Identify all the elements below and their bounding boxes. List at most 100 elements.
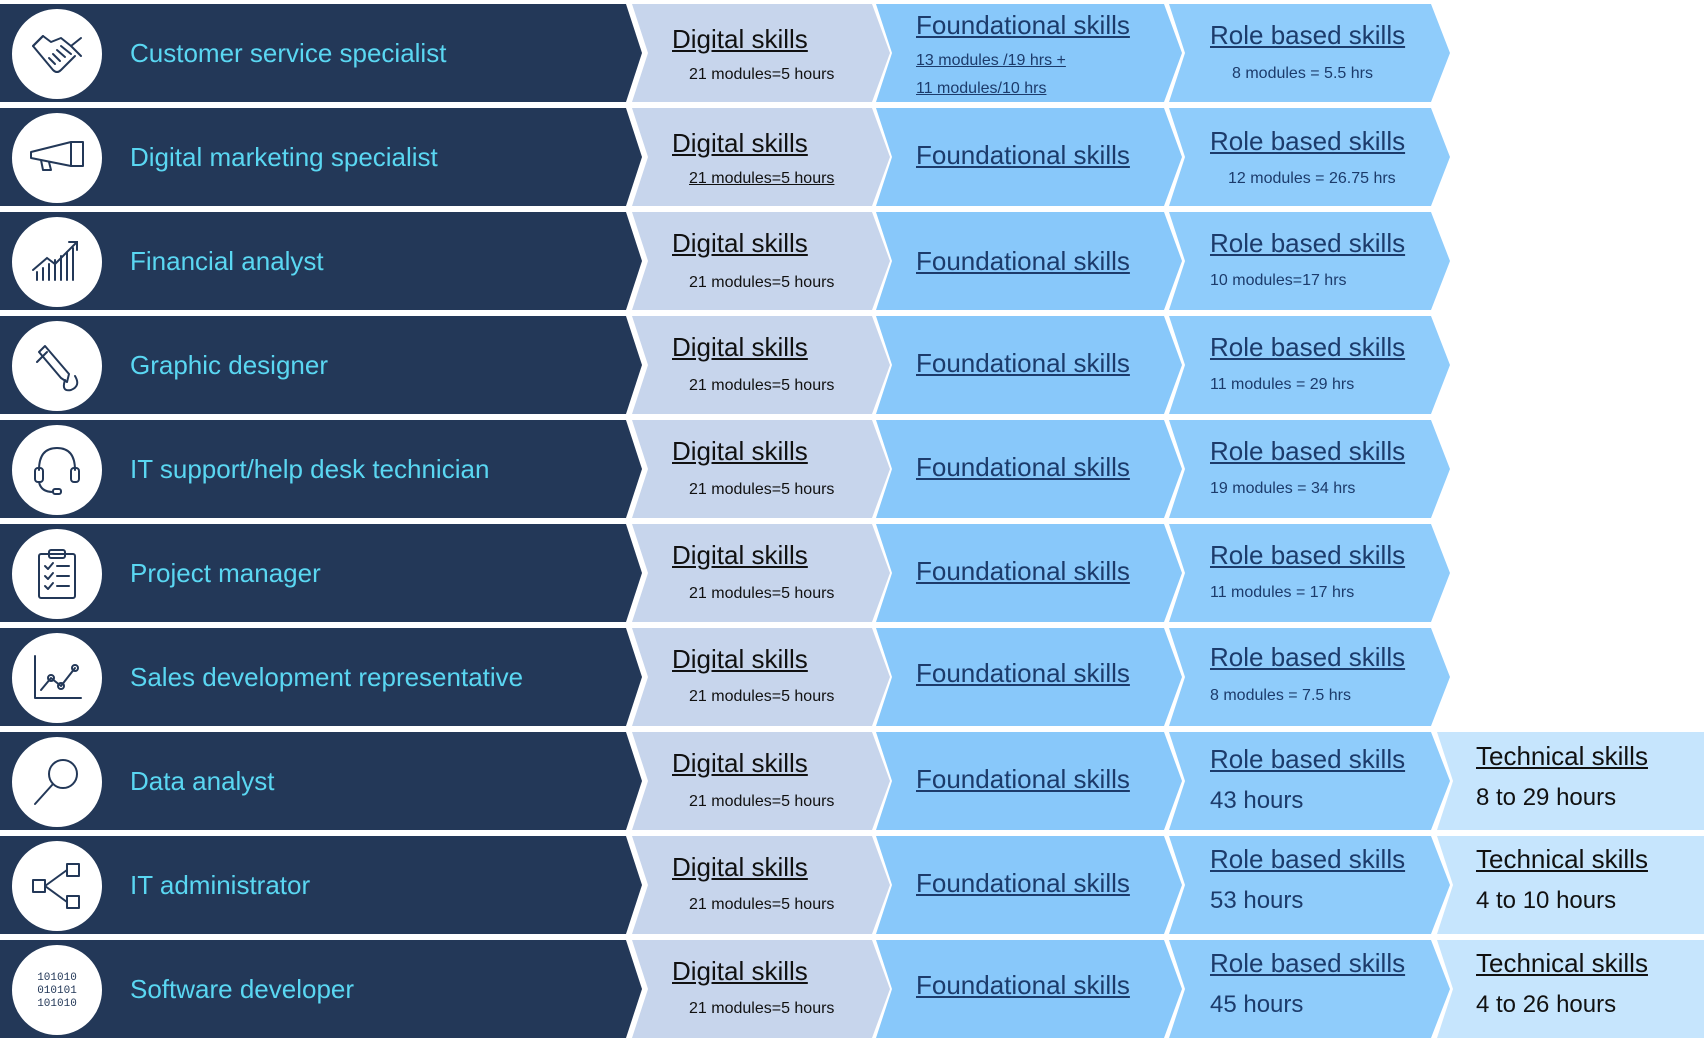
role-icon-circle [9,6,105,102]
digital-skills-link[interactable]: Digital skills [672,228,808,258]
role-based-skills-chevron [1169,420,1450,518]
role-based-skills-chevron [1169,212,1450,310]
role-based-skills-detail: 10 modules=17 hrs [1210,272,1347,289]
role-based-skills-detail: 19 modules = 34 hrs [1210,480,1356,497]
foundational-skills-chevron [876,732,1182,830]
digital-skills-link[interactable]: Digital skills [672,644,808,674]
role-title: Sales development representative [130,661,524,692]
digital-skills-link[interactable]: Digital skills [672,436,808,466]
network-icon [32,863,80,909]
role-based-skills-chevron [1169,524,1450,622]
role-based-skills-chevron [1169,316,1450,414]
foundational-skills-chevron [876,4,1182,102]
role-based-skills-link[interactable]: Role based skills [1210,126,1406,156]
technical-skills-chevron [1437,836,1704,934]
digital-skills-chevron [632,836,890,934]
digital-skills-chevron [632,420,890,518]
technical-skills-link[interactable]: Technical skills [1476,948,1648,978]
role-based-skills-chevron [1169,836,1450,934]
role-based-skills-link[interactable]: Role based skills [1210,540,1406,570]
digital-skills-detail: 21 modules=5 hours [689,66,835,83]
role-based-skills-chevron [1169,108,1450,206]
digital-skills-link[interactable]: Digital skills [672,956,808,986]
role-based-skills-detail: 12 modules = 26.75 hrs [1228,170,1396,187]
foundational-skills-link[interactable]: Foundational skills [916,348,1130,378]
role-based-skills-link[interactable]: Role based skills [1210,948,1406,978]
technical-skills-detail: 4 to 10 hours [1476,887,1617,914]
role-based-skills-detail: 8 modules = 5.5 hrs [1232,65,1373,82]
role-chevron [0,420,642,518]
role-chevron [0,316,642,414]
role-icon-circle: 101010 010101 101010 [9,942,105,1038]
role-based-skills-link[interactable]: Role based skills [1210,332,1406,362]
role-title: Data analyst [130,765,275,796]
foundational-skills-link[interactable]: Foundational skills [916,452,1130,482]
role-title: IT support/help desk technician [130,453,490,484]
role-icon-circle [9,214,105,310]
headset-icon [34,447,80,495]
digital-skills-link[interactable]: Digital skills [672,24,808,54]
digital-skills-chevron [632,524,890,622]
skills-row: Sales development representative Digital… [0,628,1704,726]
digital-skills-detail: 21 modules=5 hours [689,481,835,498]
role-based-skills-link[interactable]: Role based skills [1210,228,1406,258]
handshake-icon [32,35,82,73]
technical-skills-detail: 8 to 29 hours [1476,784,1617,811]
digital-skills-detail: 21 modules=5 hours [689,688,835,705]
role-title: Software developer [130,973,355,1004]
role-based-skills-link[interactable]: Role based skills [1210,436,1406,466]
role-icon-circle [9,734,105,830]
skills-row: 101010 010101 101010 Software developer … [0,940,1704,1038]
foundational-skills-link[interactable]: Foundational skills [916,764,1130,794]
role-title: Project manager [130,557,321,588]
role-based-skills-link[interactable]: Role based skills [1210,744,1406,774]
technical-skills-link[interactable]: Technical skills [1476,844,1648,874]
technical-skills-link[interactable]: Technical skills [1476,741,1648,771]
role-chevron [0,212,642,310]
digital-skills-chevron [632,212,890,310]
digital-skills-detail: 21 modules=5 hours [689,274,835,291]
digital-skills-link[interactable]: Digital skills [672,128,808,158]
role-based-skills-chevron [1169,732,1450,830]
foundational-skills-link[interactable]: Foundational skills [916,10,1130,40]
digital-skills-chevron [632,316,890,414]
skills-row: IT administrator Digital skills 21 modul… [0,836,1704,934]
digital-skills-detail: 21 modules=5 hours [689,793,835,810]
role-based-skills-detail: 43 hours [1210,787,1304,814]
role-title: IT administrator [130,869,311,900]
digital-skills-chevron [632,4,890,102]
role-based-skills-detail: 45 hours [1210,991,1304,1018]
skills-row: IT support/help desk technician Digital … [0,420,1704,518]
pen-icon [36,345,79,392]
role-icon-circle [9,838,105,934]
technical-skills-detail: 4 to 26 hours [1476,991,1617,1018]
foundational-skills-detail: 13 modules /19 hrs + [916,52,1066,69]
foundational-skills-chevron [876,940,1182,1038]
foundational-skills-link[interactable]: Foundational skills [916,140,1130,170]
foundational-skills-chevron [876,316,1182,414]
role-based-skills-link[interactable]: Role based skills [1210,642,1406,672]
foundational-skills-link[interactable]: Foundational skills [916,970,1130,1000]
foundational-skills-link[interactable]: Foundational skills [916,658,1130,688]
digital-skills-link[interactable]: Digital skills [672,540,808,570]
role-based-skills-link[interactable]: Role based skills [1210,20,1406,50]
skills-row: Project manager Digital skills 21 module… [0,524,1704,622]
skills-row: Graphic designer Digital skills 21 modul… [0,316,1704,414]
role-chevron [0,524,642,622]
digital-skills-detail: 21 modules=5 hours [689,377,835,394]
digital-skills-link[interactable]: Digital skills [672,332,808,362]
foundational-skills-link[interactable]: Foundational skills [916,556,1130,586]
skills-row: Data analyst Digital skills 21 modules=5… [0,732,1704,830]
foundational-skills-link[interactable]: Foundational skills [916,246,1130,276]
role-icon-circle [9,318,105,414]
binary-line: 101010 [37,972,77,984]
role-chevron [0,4,642,102]
foundational-skills-chevron [876,836,1182,934]
role-based-skills-link[interactable]: Role based skills [1210,844,1406,874]
digital-skills-detail: 21 modules=5 hours [689,896,835,913]
digital-skills-link[interactable]: Digital skills [672,748,808,778]
line-chart-icon [34,655,82,699]
foundational-skills-detail: 11 modules/10 hrs [916,80,1047,97]
foundational-skills-link[interactable]: Foundational skills [916,868,1130,898]
digital-skills-link[interactable]: Digital skills [672,852,808,882]
